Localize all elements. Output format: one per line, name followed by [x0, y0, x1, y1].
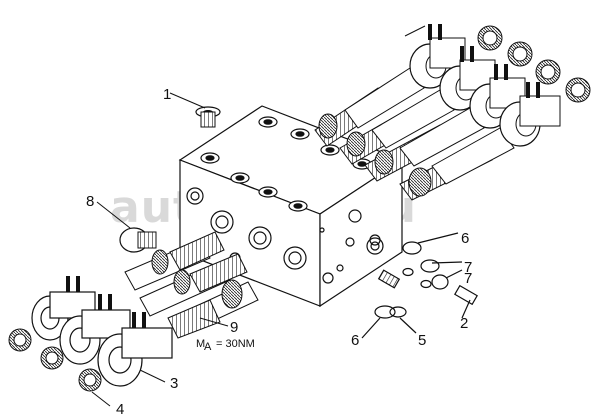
- callout-1: 1: [163, 86, 171, 103]
- callout-7-upper: 7: [464, 259, 472, 276]
- torque-subscript: A: [204, 341, 212, 353]
- upper-cartridge-set: [314, 24, 591, 201]
- callout-6-upper: 6: [461, 230, 469, 247]
- seal-kit: [361, 232, 478, 339]
- callout-8: 8: [86, 193, 94, 210]
- callout-4: 4: [116, 401, 124, 418]
- callout-3: 3: [170, 375, 178, 392]
- callout-9: 9: [230, 319, 238, 336]
- callout-7-lower: 7: [464, 270, 472, 287]
- torque-value: = 30NM: [216, 338, 255, 350]
- valve-block: [178, 105, 404, 308]
- lower-cartridge-set: [8, 231, 259, 407]
- callout-2: 2: [460, 315, 468, 332]
- torque-symbol: M: [196, 338, 205, 350]
- plug-part-1: [169, 92, 221, 128]
- callout-5: 5: [418, 332, 426, 349]
- callout-6-lower: 6: [351, 332, 359, 349]
- plug-part-8: [96, 201, 157, 253]
